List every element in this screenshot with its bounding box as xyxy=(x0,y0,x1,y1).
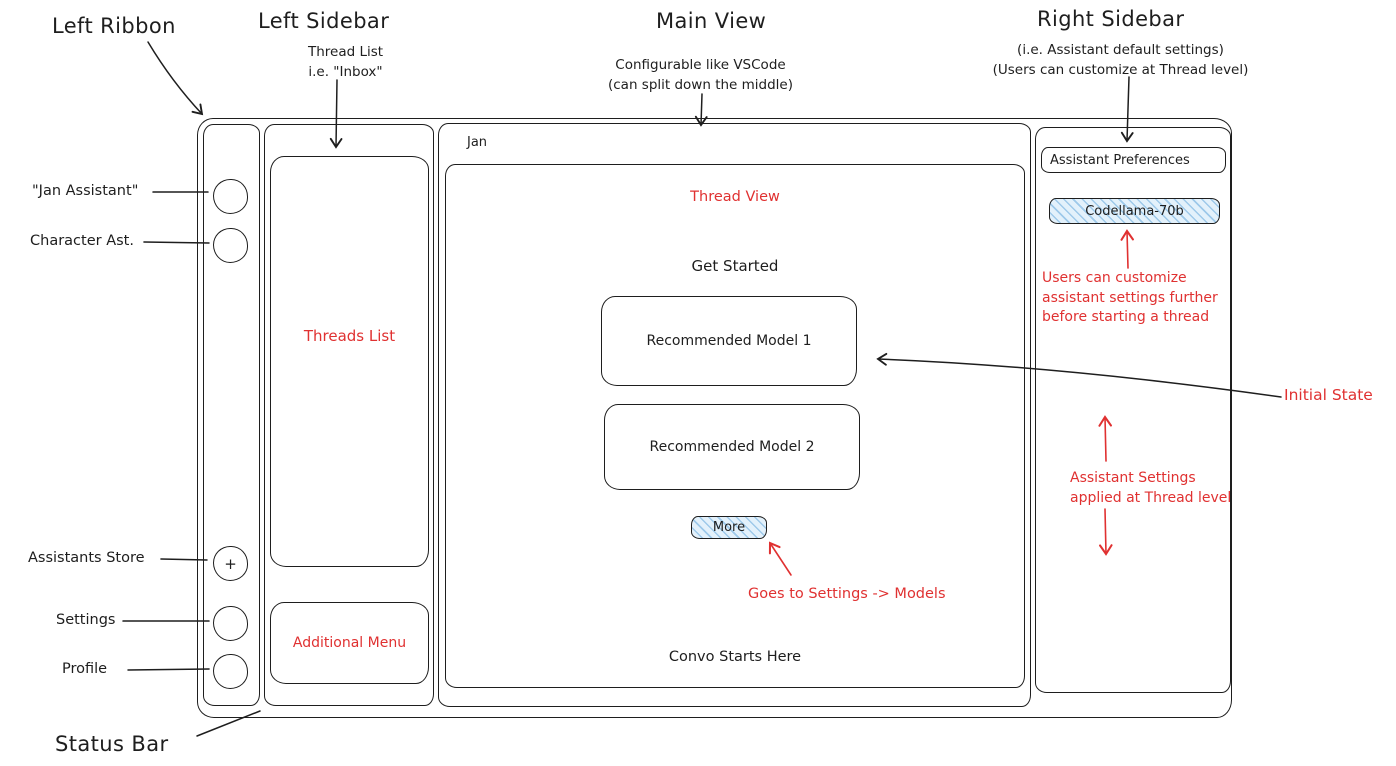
main-view: Jan Thread View Get Started Recommended … xyxy=(438,123,1031,707)
right-sidebar: Assistant Preferences Codellama-70b User… xyxy=(1035,127,1231,693)
additional-menu-label: Additional Menu xyxy=(292,635,407,651)
threads-list-label: Threads List xyxy=(303,327,396,345)
window-title: Jan xyxy=(467,135,488,150)
thread-view-box: Thread View Get Started Recommended Mode… xyxy=(445,164,1025,688)
recommended-model-1-label: Recommended Model 1 xyxy=(646,333,812,349)
note-customize-assistant: Users can customize assistant settings f… xyxy=(1042,270,1218,326)
app-window: + Threads List Additional Menu Jan Threa… xyxy=(197,118,1232,718)
profile-button[interactable] xyxy=(213,654,248,689)
label-assistants-store: Assistants Store xyxy=(28,550,145,566)
label-profile: Profile xyxy=(62,661,108,677)
left-ribbon: + xyxy=(203,124,260,706)
callout-main-view: Main View xyxy=(656,9,767,33)
callout-left-sidebar-sub2: i.e. "Inbox" xyxy=(308,64,383,81)
callout-left-sidebar: Left Sidebar xyxy=(258,9,390,33)
callout-left-sidebar-sub1: Thread List xyxy=(307,44,384,60)
assistants-store-button[interactable]: + xyxy=(213,546,248,581)
callout-left-sidebar-subtitle: Thread List i.e. "Inbox" xyxy=(288,42,403,83)
arrow-left-ribbon xyxy=(147,41,204,116)
recommended-model-2-card[interactable]: Recommended Model 2 xyxy=(604,404,860,490)
callout-main-view-sub2: (can split down the middle) xyxy=(607,77,794,94)
assistant-preferences-label: Assistant Preferences xyxy=(1050,152,1190,168)
callout-right-sidebar-subtitle: (i.e. Assistant default settings) (Users… xyxy=(983,40,1258,81)
recommended-model-1-card[interactable]: Recommended Model 1 xyxy=(601,296,857,386)
callout-status-bar: Status Bar xyxy=(55,732,169,756)
note-thread-level: Assistant Settings applied at Thread lev… xyxy=(1070,470,1232,506)
callout-main-view-sub1: Configurable like VSCode xyxy=(615,57,786,73)
settings-button[interactable] xyxy=(213,606,248,641)
label-character-ast: Character Ast. xyxy=(30,233,134,249)
jan-assistant-avatar[interactable] xyxy=(213,179,248,214)
get-started-heading: Get Started xyxy=(691,257,779,275)
label-settings: Settings xyxy=(56,612,116,628)
assistant-preferences-header: Assistant Preferences xyxy=(1041,147,1226,173)
note-goes-to-settings: Goes to Settings -> Models xyxy=(748,586,946,602)
additional-menu-box[interactable]: Additional Menu xyxy=(270,602,429,684)
model-selector-chip[interactable]: Codellama-70b xyxy=(1049,198,1220,224)
character-assistant-avatar[interactable] xyxy=(213,228,248,263)
plus-icon: + xyxy=(224,554,237,573)
more-button-label: More xyxy=(712,520,746,535)
recommended-model-2-label: Recommended Model 2 xyxy=(649,439,815,455)
thread-view-label: Thread View xyxy=(690,189,780,205)
callout-left-ribbon: Left Ribbon xyxy=(52,14,176,38)
callout-right-sidebar-sub1: (i.e. Assistant default settings) xyxy=(1017,42,1224,58)
status-bar xyxy=(204,709,1225,717)
model-selector-label: Codellama-70b xyxy=(1085,203,1184,219)
convo-starts-here-text: Convo Starts Here xyxy=(668,649,802,665)
left-sidebar: Threads List Additional Menu xyxy=(264,124,434,706)
callout-right-sidebar-sub2: (Users can customize at Thread level) xyxy=(992,62,1249,79)
callout-main-view-subtitle: Configurable like VSCode (can split down… xyxy=(598,55,803,96)
threads-list-box[interactable]: Threads List xyxy=(270,156,429,567)
label-jan-assistant: "Jan Assistant" xyxy=(32,183,139,199)
callout-right-sidebar: Right Sidebar xyxy=(1037,7,1185,31)
note-initial-state: Initial State xyxy=(1284,386,1373,404)
more-button[interactable]: More xyxy=(691,516,767,539)
